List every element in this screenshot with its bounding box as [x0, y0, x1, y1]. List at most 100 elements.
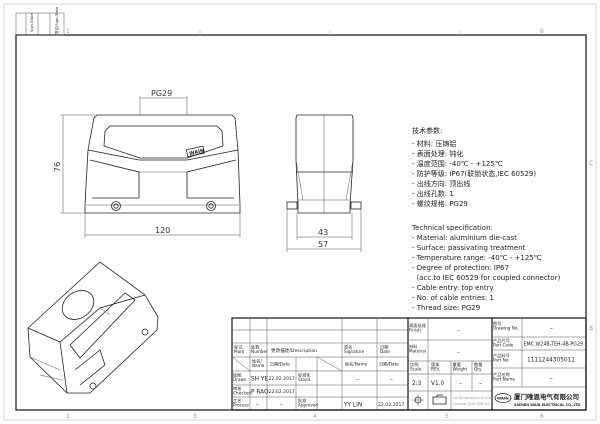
drawing-no-value: –: [550, 326, 553, 332]
spec-cn-item: - 防护等级: IP67(联锁状态,IEC 60529): [412, 169, 536, 178]
wain-logo-text: WAIN: [189, 148, 205, 157]
company-name-en: XIAMEN WAIN ELECTRICAL CO.,LTD: [514, 403, 580, 407]
dimensions-note: All Dimensions in mm: [453, 396, 493, 400]
spec-cn: 技术参数: - 材料: 压铸铝 - 表面处理: 钝化 - 温度范围: -40℃ …: [412, 126, 536, 208]
approved-date: 22.02.2017: [378, 402, 404, 408]
dim-thread: PG29: [151, 89, 172, 98]
stand-date: –: [390, 377, 393, 383]
spec-en-item: - Cable entry: top entry: [412, 284, 494, 292]
sheet-border: [3, 3, 597, 421]
revision-corner: Sign./Date 签名/Sign./Date: [15, 6, 65, 36]
spec-en-title: Technical specification:: [411, 224, 493, 232]
wain-logo: [185, 145, 205, 158]
zone-4: 4: [313, 413, 317, 420]
size-note: Original Size DIN A4: [453, 402, 490, 406]
header-name2: 姓名/Name: [345, 361, 368, 368]
zone-3: 3: [193, 413, 197, 420]
zone-c: C: [589, 160, 593, 167]
part-no-value: 1111244305011: [527, 358, 575, 364]
spec-en-item: - Degree of protection: IP67: [412, 264, 509, 272]
projection-symbol-icon: [412, 394, 424, 406]
rev-value: V1.0: [431, 381, 444, 387]
dim-depth-inner: 43: [318, 228, 328, 237]
spec-en-item: - Temperature range: -40℃ - +125℃: [412, 254, 542, 262]
material-value: –: [457, 350, 460, 356]
header-description: 更改描述/Description: [271, 347, 317, 354]
zone-markers: 1 1 3 4 5 6 6 C B: [66, 28, 593, 420]
header-date2: 日期/Date: [270, 362, 290, 368]
spec-cn-item: - 螺纹规格: PG29: [412, 199, 468, 208]
screw-icon: [89, 382, 97, 390]
checked-date: 22.02.2017: [269, 389, 295, 395]
approved-name: YY LIN: [343, 403, 362, 409]
screw-icon: [141, 328, 149, 336]
zone-b: B: [589, 325, 593, 332]
zone-1-bottom: 1: [66, 413, 70, 420]
zone-5: 5: [445, 413, 449, 420]
spec-en-item: - Thread size: PG29: [412, 304, 480, 312]
finish-value: –: [457, 328, 460, 334]
drawn-date: 22.02.2017: [269, 376, 295, 382]
stand-name: –: [356, 377, 359, 383]
side-view: 43 57: [286, 114, 362, 252]
header-date3: 日期/Date: [379, 362, 399, 368]
zone-6: 6: [540, 28, 544, 35]
dim-depth-outer: 57: [318, 240, 328, 249]
revision-sign-date: Sign./Date: [30, 12, 34, 32]
pin-right: [350, 201, 362, 210]
spec-en-item: - Material: aluminium die-cast: [412, 234, 517, 242]
process-date: –: [280, 402, 283, 408]
screw-icon: [206, 201, 216, 211]
company-logo-text: WAIN: [497, 396, 509, 401]
dim-height: 76: [53, 162, 62, 172]
checked-name: P RAO: [251, 390, 269, 396]
part-code-value: EMC.W24B-TEH-4B-PG29: [524, 342, 584, 348]
zone-1: 1: [66, 28, 70, 35]
company-logo: WAIN: [494, 393, 512, 403]
zone-6-bottom: 6: [540, 413, 544, 420]
spec-en: Technical specification: - Material: alu…: [411, 224, 561, 312]
spec-cn-item: - 表面处理: 钝化: [412, 149, 463, 158]
spec-cn-item: - 材料: 压铸铝: [412, 139, 456, 148]
weight-value: –: [459, 381, 462, 387]
dim-width: 120: [155, 226, 170, 235]
part-name-value: –: [550, 376, 553, 382]
spec-cn-item: - 出线方向: 顶出线: [412, 179, 470, 188]
folder-icon: [432, 394, 447, 405]
scale-value: 2:3: [412, 381, 422, 387]
spec-en-item: (acc.to IEC 60529 for coupled connector): [412, 274, 561, 282]
spec-cn-item: - 出线孔数: 1: [412, 189, 454, 198]
front-view: WAIN PG29 76 120: [53, 89, 241, 238]
spec-en-item: - Surface: passivating treatment: [412, 244, 526, 252]
isometric-view: [27, 261, 159, 394]
process-name: –: [256, 402, 259, 408]
header-name: 姓名/Name: [252, 358, 265, 369]
revision-sign-date-cn: 签名/Sign./Date: [54, 6, 59, 34]
spec-cn-title: 技术参数:: [412, 126, 442, 135]
screw-icon: [111, 201, 121, 211]
company-name-cn: 厦门唯恩电气有限公司: [514, 392, 579, 401]
qty-value: –: [479, 381, 482, 387]
spec-cn-item: - 温度范围: -40℃ - +125℃: [412, 159, 503, 168]
pin-left: [286, 201, 298, 210]
